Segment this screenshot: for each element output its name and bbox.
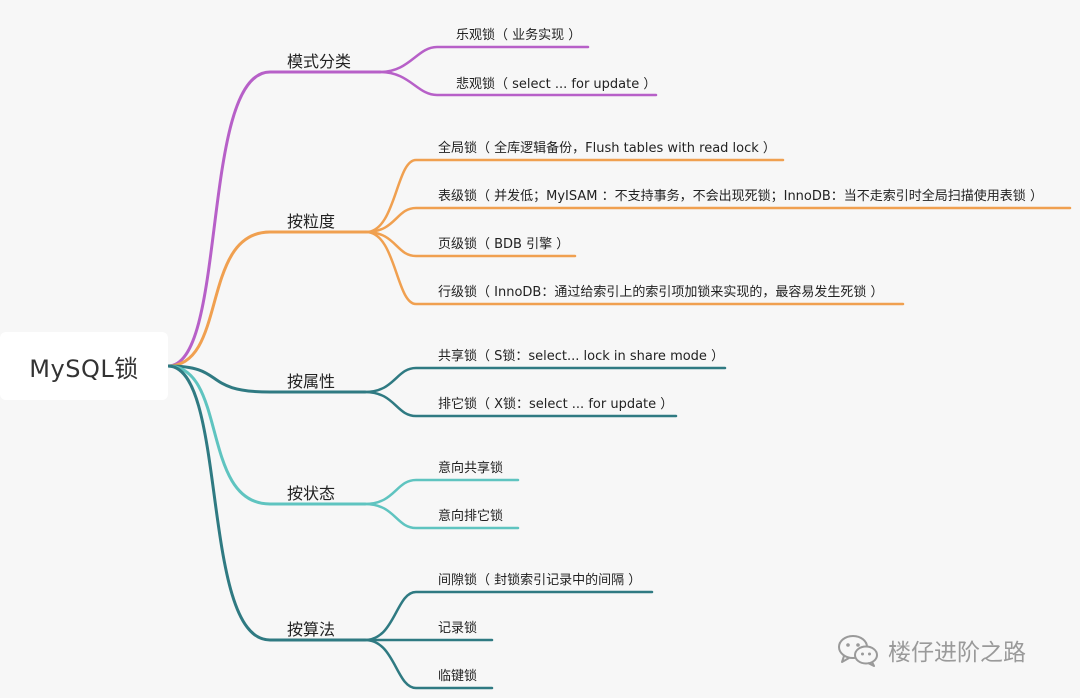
connector-attribute-leaf-1 <box>363 390 678 418</box>
leaf-global-lock[interactable]: 全局锁（ 全库逻辑备份，Flush tables with read lock … <box>438 141 776 156</box>
watermark-text: 楼仔进阶之路 <box>888 640 1026 666</box>
connector-algorithm-leaf-2 <box>363 638 494 690</box>
connector-granularity-leaf-0 <box>364 158 785 234</box>
connector-root-mode <box>166 70 382 368</box>
connector-algorithm-leaf-0 <box>363 590 654 642</box>
leaf-pessimistic-lock[interactable]: 悲观锁（ select ... for update ） <box>456 77 657 92</box>
leaf-next-key-lock[interactable]: 临键锁 <box>438 669 478 684</box>
leaf-table-lock[interactable]: 表级锁（ 并发低；MyISAM ：不支持事务，不会出现死锁；InnoDB：当不走… <box>438 189 1043 204</box>
connector-root-state <box>166 364 367 506</box>
connector-mode-leaf-1 <box>378 70 658 97</box>
leaf-shared-lock[interactable]: 共享锁（ S锁：select... lock in share mode ） <box>438 349 725 364</box>
leaf-exclusive-lock[interactable]: 排它锁（ X锁：select ... for update ） <box>438 397 674 412</box>
connector-state-leaf-0 <box>363 478 520 506</box>
category-label-granularity[interactable]: 按粒度 <box>287 212 336 231</box>
leaf-gap-lock[interactable]: 间隙锁（ 封锁索引记录中的间隔 ） <box>438 573 642 588</box>
category-label-mode[interactable]: 模式分类 <box>287 52 352 71</box>
leaf-record-lock[interactable]: 记录锁 <box>438 621 478 636</box>
connector-granularity-leaf-1 <box>364 206 1072 234</box>
connector-mode-leaf-0 <box>378 45 590 74</box>
connector-granularity-leaf-3 <box>364 230 905 306</box>
leaf-row-lock[interactable]: 行级锁（ InnoDB：通过给索引上的索引项加锁来实现的，最容易发生死锁 ） <box>438 285 884 300</box>
root-node[interactable]: MySQL锁 <box>0 332 168 400</box>
leaf-optimistic-lock[interactable]: 乐观锁（ 业务实现 ） <box>456 28 582 43</box>
leaf-intention-shared-lock[interactable]: 意向共享锁 <box>438 461 504 476</box>
connector-attribute-leaf-0 <box>363 366 727 394</box>
connector-root-algorithm <box>166 364 367 642</box>
connector-granularity-leaf-2 <box>364 230 577 258</box>
root-label: MySQL锁 <box>29 354 139 383</box>
connector-root-attribute <box>166 364 367 394</box>
category-label-state[interactable]: 按状态 <box>287 484 336 503</box>
category-label-algorithm[interactable]: 按算法 <box>287 620 336 639</box>
connector-state-leaf-1 <box>363 502 520 530</box>
leaf-page-lock[interactable]: 页级锁（ BDB 引擎 ） <box>438 237 570 252</box>
wechat-icon <box>838 635 878 667</box>
category-label-attribute[interactable]: 按属性 <box>287 372 336 391</box>
connector-root-granularity <box>166 230 368 368</box>
leaf-intention-exclusive-lock[interactable]: 意向排它锁 <box>438 509 504 524</box>
watermark: 楼仔进阶之路 <box>836 630 1026 670</box>
